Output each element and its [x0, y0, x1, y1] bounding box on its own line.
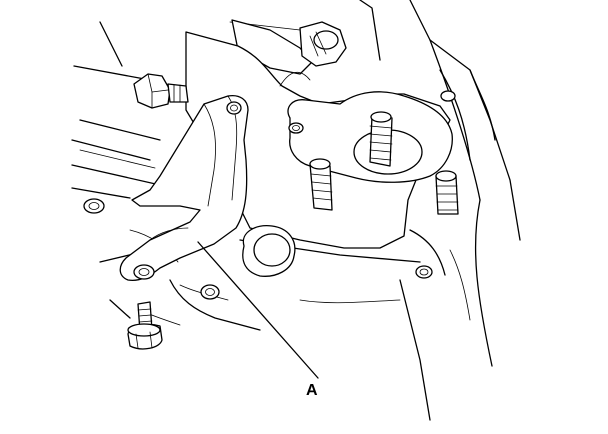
- flange-stud-right: [435, 170, 459, 215]
- small-bolt-right-upper: [440, 90, 456, 102]
- center-nut: [242, 225, 296, 277]
- callout-leader-a: [197, 241, 319, 379]
- callout-label-a: A: [306, 382, 318, 399]
- small-bolt-right: [415, 265, 433, 279]
- flange-stud-top: [369, 111, 393, 167]
- flange-stud-left: [309, 158, 333, 211]
- bolt-lower-left: [127, 301, 163, 350]
- small-bolt-left: [83, 198, 105, 214]
- small-bolt-center: [200, 284, 220, 300]
- bracket-a: [119, 94, 249, 282]
- bolt-upper-left: [133, 73, 189, 109]
- upper-hose: [231, 19, 347, 75]
